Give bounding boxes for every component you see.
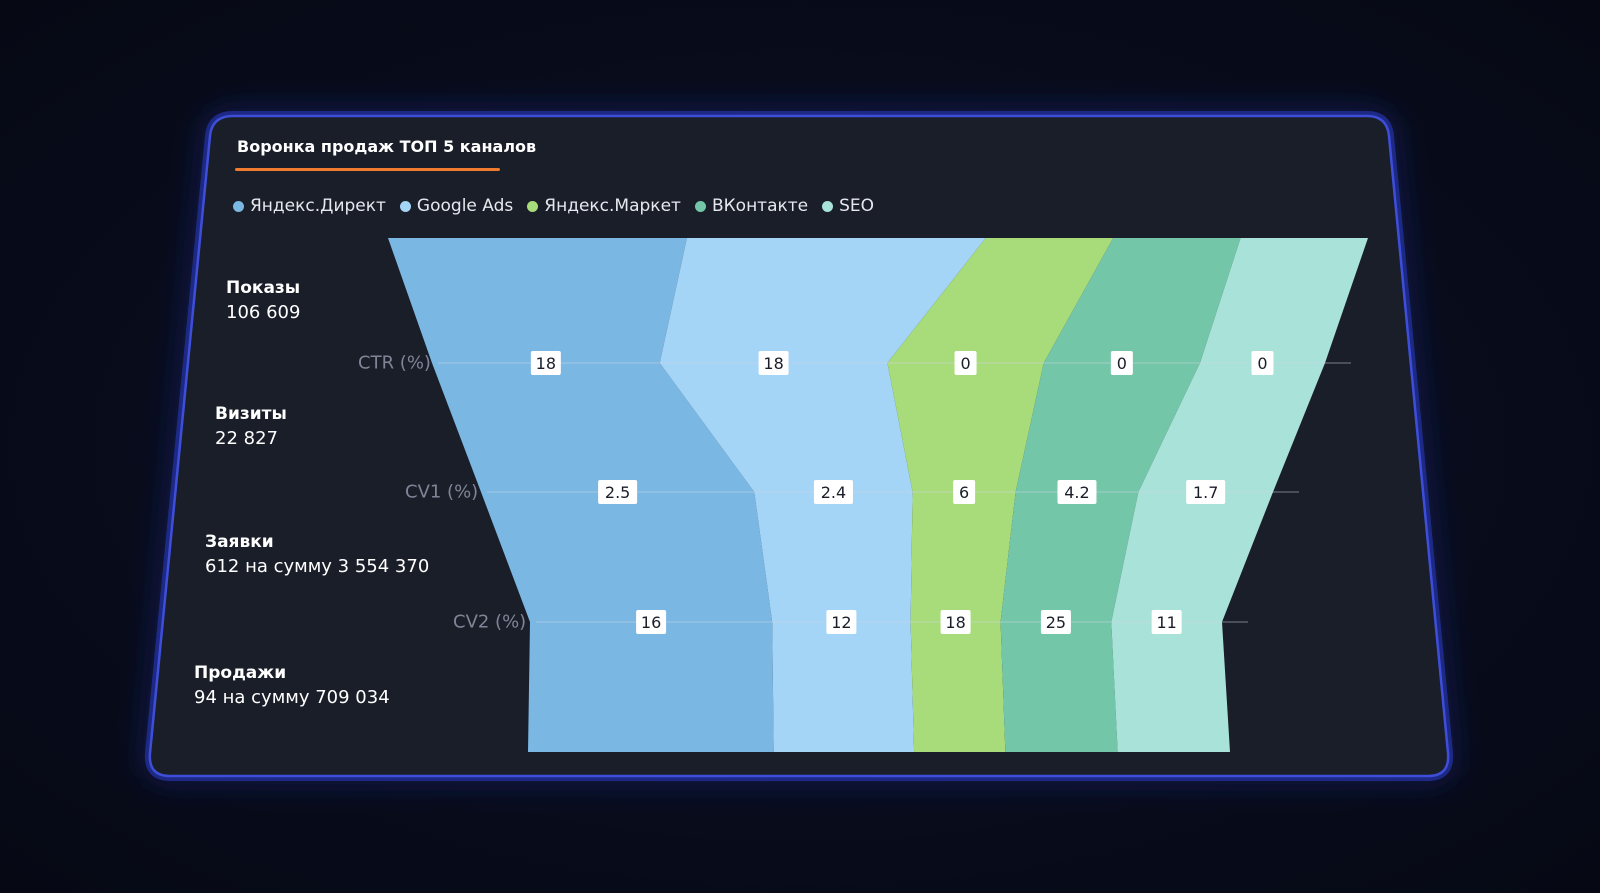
- value-label: 2.4: [813, 480, 853, 504]
- title-underline: [235, 168, 500, 171]
- value-label-text: 1.7: [1193, 483, 1218, 502]
- value-label: 16: [636, 610, 667, 634]
- stage-impressions: Показы 106 609: [226, 276, 300, 326]
- value-label-box: [1251, 351, 1274, 375]
- value-label-text: 2.4: [821, 483, 846, 502]
- chart-title: Воронка продаж ТОП 5 каналов: [237, 137, 537, 156]
- legend-item-yandex-market[interactable]: Яндекс.Маркет: [527, 196, 681, 216]
- value-label-box: [826, 610, 857, 634]
- value-label: 0: [1110, 351, 1133, 375]
- legend-item-seo[interactable]: SEO: [822, 196, 874, 216]
- value-label-box: [1110, 351, 1133, 375]
- stage-value: 22 827: [215, 428, 278, 449]
- value-label-box: [954, 351, 977, 375]
- value-label-text: 18: [536, 354, 556, 373]
- legend-label-google-ads: Google Ads: [416, 196, 514, 216]
- stage-leads: Заявки 612 на сумму 3 554 370: [205, 530, 429, 580]
- value-label: 0: [1251, 351, 1274, 375]
- funnel-band[interactable]: [388, 238, 774, 752]
- value-label-text: 4.2: [1064, 483, 1089, 502]
- legend-label-yandex-market: Яндекс.Маркет: [544, 196, 681, 216]
- value-label-box: [940, 610, 971, 634]
- value-label: 6: [953, 480, 976, 504]
- rate-label-ctr: CTR (%): [358, 352, 431, 374]
- stage-name: Визиты: [215, 404, 287, 424]
- legend-item-vkontakte[interactable]: ВКонтакте: [694, 196, 809, 216]
- value-label: 18: [940, 610, 971, 634]
- legend-label-vkontakte: ВКонтакте: [711, 196, 809, 216]
- stage-sales: Продажи 94 на сумму 709 034: [194, 661, 390, 711]
- stage-value: 612 на сумму 3 554 370: [205, 556, 430, 577]
- stage-name: Продажи: [194, 663, 287, 683]
- value-label-box: [1057, 480, 1097, 504]
- stage-visits: Визиты 22 827: [215, 402, 287, 452]
- value-label-text: 0: [960, 354, 970, 373]
- value-label: 18: [758, 351, 789, 375]
- legend-dot-seo: [822, 200, 834, 212]
- value-label-box: [1151, 610, 1182, 634]
- value-label-box: [636, 610, 667, 634]
- value-label: 2.5: [598, 480, 638, 504]
- stage-name: Показы: [226, 278, 301, 298]
- value-label-text: 16: [641, 613, 661, 632]
- legend-label-yandex-direct: Яндекс.Директ: [250, 196, 386, 216]
- value-label-text: 25: [1046, 613, 1066, 632]
- value-label-box: [1040, 610, 1071, 634]
- value-label: 4.2: [1057, 480, 1097, 504]
- stage-value: 94 на сумму 709 034: [194, 687, 390, 708]
- value-label: 11: [1151, 610, 1182, 634]
- value-label-text: 18: [763, 354, 783, 373]
- value-label-text: 18: [945, 613, 965, 632]
- value-label: 18: [530, 351, 561, 375]
- legend-item-google-ads[interactable]: Google Ads: [399, 196, 514, 216]
- value-label-box: [598, 480, 638, 504]
- value-label: 1.7: [1186, 480, 1226, 504]
- rate-label-cv2: CV2 (%): [453, 611, 527, 633]
- value-label-box: [530, 351, 561, 375]
- stage-name: Заявки: [205, 532, 274, 552]
- legend-dot-yandex-market: [527, 200, 539, 212]
- legend-dot-vkontakte: [694, 200, 706, 212]
- legend-item-yandex-direct[interactable]: Яндекс.Директ: [233, 196, 386, 216]
- value-label: 25: [1040, 610, 1071, 634]
- value-label: 12: [826, 610, 857, 634]
- stage-value: 106 609: [226, 302, 301, 323]
- value-label-text: 2.5: [605, 483, 630, 502]
- rate-label-cv1: CV1 (%): [405, 481, 479, 503]
- value-label-box: [758, 351, 789, 375]
- value-label-text: 0: [1117, 354, 1127, 373]
- value-label-text: 6: [959, 483, 969, 502]
- legend-label-seo: SEO: [839, 196, 875, 216]
- value-label: 0: [954, 351, 977, 375]
- value-label-box: [813, 480, 853, 504]
- legend-dot-google-ads: [399, 200, 411, 212]
- value-label-text: 0: [1257, 354, 1267, 373]
- value-labels: 18 18 0 0 0 2.5 2.4 6 4.2 1.7 16 12 18 25 11: [530, 351, 1274, 634]
- legend-dot-yandex-direct: [233, 200, 244, 212]
- legend: Яндекс.Директ Google Ads Яндекс.Маркет В…: [233, 196, 874, 216]
- value-label-box: [1186, 480, 1226, 504]
- value-label-text: 11: [1156, 613, 1176, 632]
- value-label-text: 12: [831, 613, 851, 632]
- value-label-box: [953, 480, 976, 504]
